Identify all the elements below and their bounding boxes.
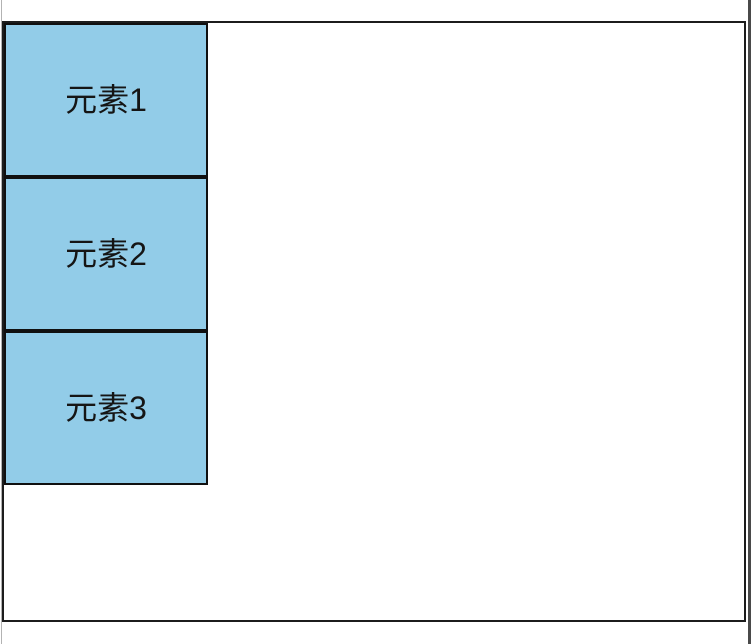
- window-right-edge: [748, 0, 751, 644]
- outer-container: 元素1 元素2 元素3: [2, 21, 746, 622]
- element-box-3-label: 元素3: [65, 390, 147, 426]
- element-stack: 元素1 元素2 元素3: [4, 23, 208, 485]
- element-box-1: 元素1: [4, 23, 208, 177]
- element-box-1-label: 元素1: [65, 82, 147, 118]
- element-box-3: 元素3: [4, 331, 208, 485]
- element-box-2: 元素2: [4, 177, 208, 331]
- element-box-2-label: 元素2: [65, 236, 147, 272]
- window-left-edge: [1, 0, 2, 644]
